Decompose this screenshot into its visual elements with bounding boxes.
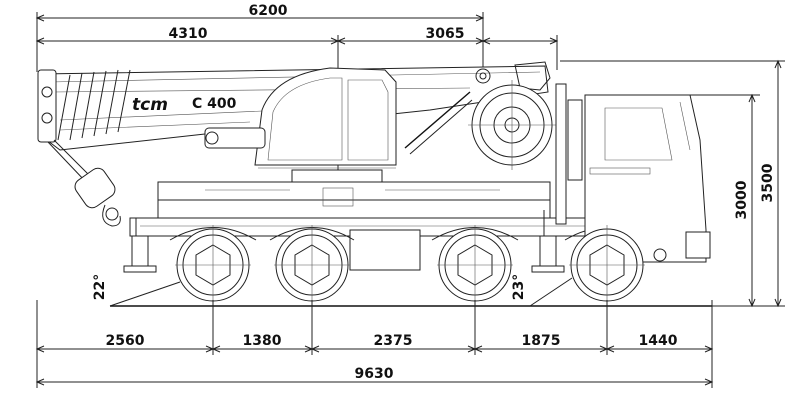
outriggers: [123, 210, 565, 273]
dim-height-3000: 3000: [734, 180, 750, 219]
wheel-2: [274, 225, 350, 310]
dim-seg-4: 1875: [522, 333, 561, 349]
angle-rear: 22°: [92, 274, 108, 300]
driver-cab: [555, 83, 711, 263]
angle-front: 23°: [511, 274, 527, 300]
dim-overall-top: 6200: [249, 3, 288, 19]
dim-seg-1: 2560: [106, 333, 145, 349]
dim-top-left: 4310: [169, 26, 208, 42]
dim-overall-length: 9630: [355, 366, 394, 382]
chassis-frame: [129, 217, 691, 271]
wheel-1: [175, 225, 251, 310]
spare-wheel: [468, 80, 556, 170]
turntable: [157, 127, 551, 219]
hook-block: [47, 139, 121, 227]
dim-top-right: 3065: [426, 26, 465, 42]
dim-seg-5: 1440: [639, 333, 678, 349]
model-label: C 400: [192, 96, 237, 112]
dim-seg-2: 1380: [243, 333, 282, 349]
dim-height-3500: 3500: [760, 163, 776, 202]
angle-lines: [109, 277, 573, 307]
wheel-3: [437, 225, 513, 310]
brand-logo: tcm: [132, 95, 168, 115]
bottom-dimension-lines: [35, 300, 714, 388]
top-dimension-lines: [35, 12, 559, 190]
operator-cabin: [254, 67, 473, 169]
dim-seg-3: 2375: [374, 333, 413, 349]
